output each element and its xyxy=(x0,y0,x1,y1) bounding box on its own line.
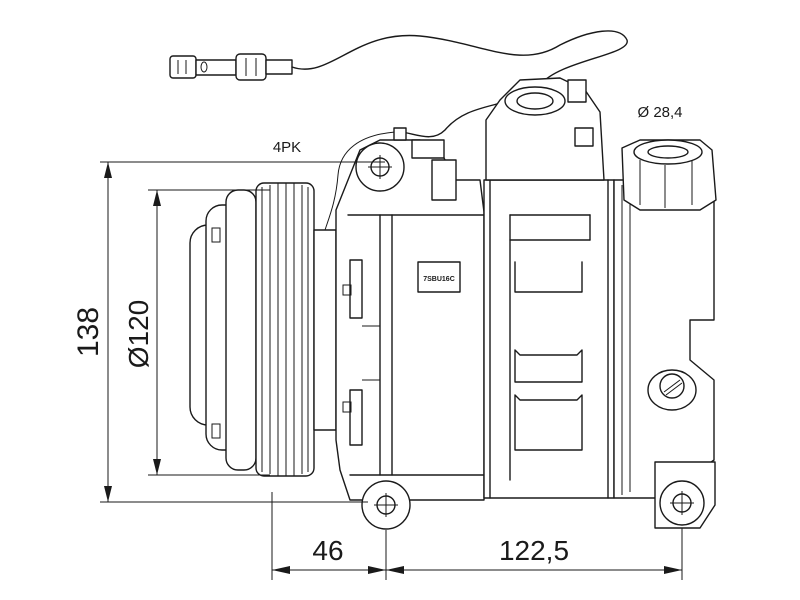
mount-span-label: 122,5 xyxy=(499,535,569,566)
height-label: 138 xyxy=(72,307,105,357)
belt-label: 4PK xyxy=(273,139,301,156)
belt-callout: 4PK xyxy=(273,139,301,156)
sensor-wire-lower xyxy=(324,131,396,231)
compressor-body xyxy=(483,77,615,499)
pulley xyxy=(189,182,337,477)
offset-label: 46 xyxy=(312,535,343,566)
rear-head xyxy=(613,139,717,529)
sensor-wire xyxy=(291,30,628,138)
dimension-height: 138 xyxy=(72,161,385,503)
electrical-connector xyxy=(169,53,293,81)
port-diameter-callout: Ø 28,4 xyxy=(637,104,682,121)
front-housing: 7SBU16C xyxy=(335,127,485,530)
port-diameter-label: Ø 28,4 xyxy=(637,104,682,121)
dimension-bottom: 46 122,5 xyxy=(271,492,683,580)
pulley-diameter-label: Ø120 xyxy=(123,300,154,369)
part-code-label: 7SBU16C xyxy=(423,276,455,283)
dimension-pulley-diameter: Ø120 xyxy=(123,189,270,476)
